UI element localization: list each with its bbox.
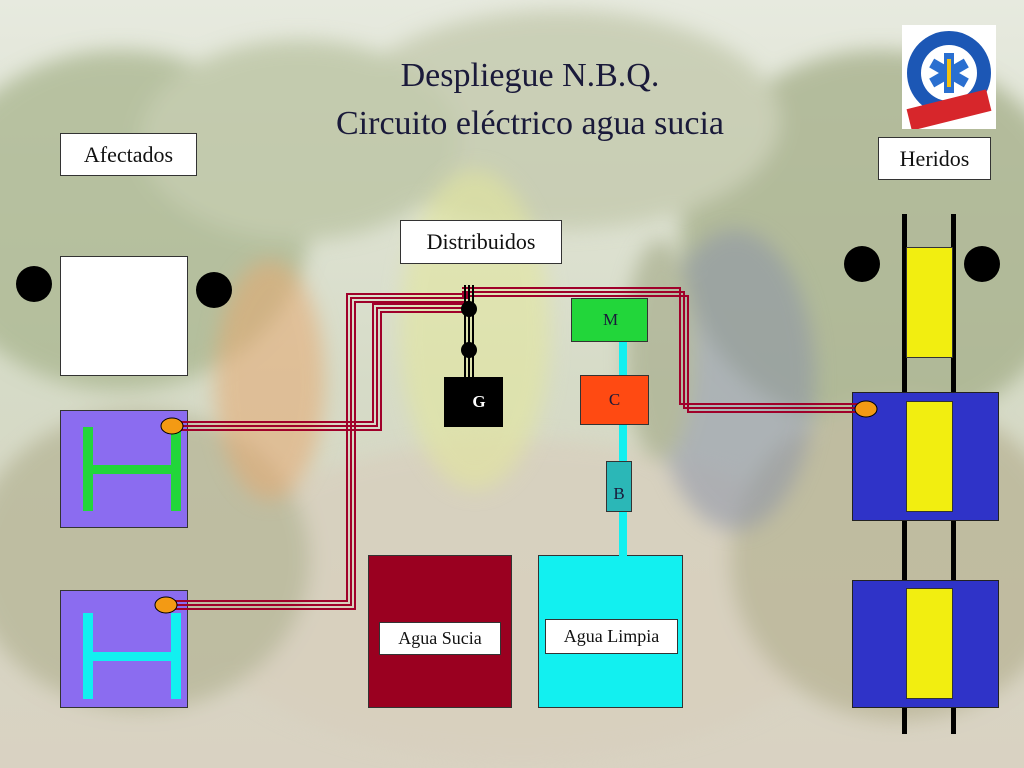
node-m: M [571,298,648,342]
generator-g: G [444,377,503,427]
socket [854,400,878,418]
heridos-label: Heridos [878,137,991,180]
wire-bundle [172,287,868,610]
connector-dot [461,301,477,317]
title-line-2: Circuito eléctrico agua sucia [336,105,724,142]
black-dot [196,272,232,308]
dirty-water-tank: Agua Sucia [368,555,512,708]
node-b: B [606,461,632,512]
black-dot [964,246,1000,282]
afectados-label: Afectados [60,133,197,176]
stretcher [906,401,953,512]
node-c: C [580,375,649,425]
black-dot [16,266,52,302]
black-dot [844,246,880,282]
socket [160,417,184,435]
dirty-water-label: Agua Sucia [379,622,501,655]
distribuidos-label: Distribuidos [400,220,562,264]
samur-logo [902,25,996,129]
title-line-1: Despliegue N.B.Q. [400,57,660,94]
stretcher [906,247,953,358]
clean-water-tank: Agua Limpia [538,555,683,708]
afectados-white-box [60,256,188,376]
connector-dot [461,342,477,358]
clean-water-label: Agua Limpia [545,619,678,654]
socket [154,596,178,614]
generator-feed [464,285,474,377]
slide-title: Despliegue N.B.Q. Circuito eléctrico agu… [280,52,780,148]
stretcher [906,588,953,699]
